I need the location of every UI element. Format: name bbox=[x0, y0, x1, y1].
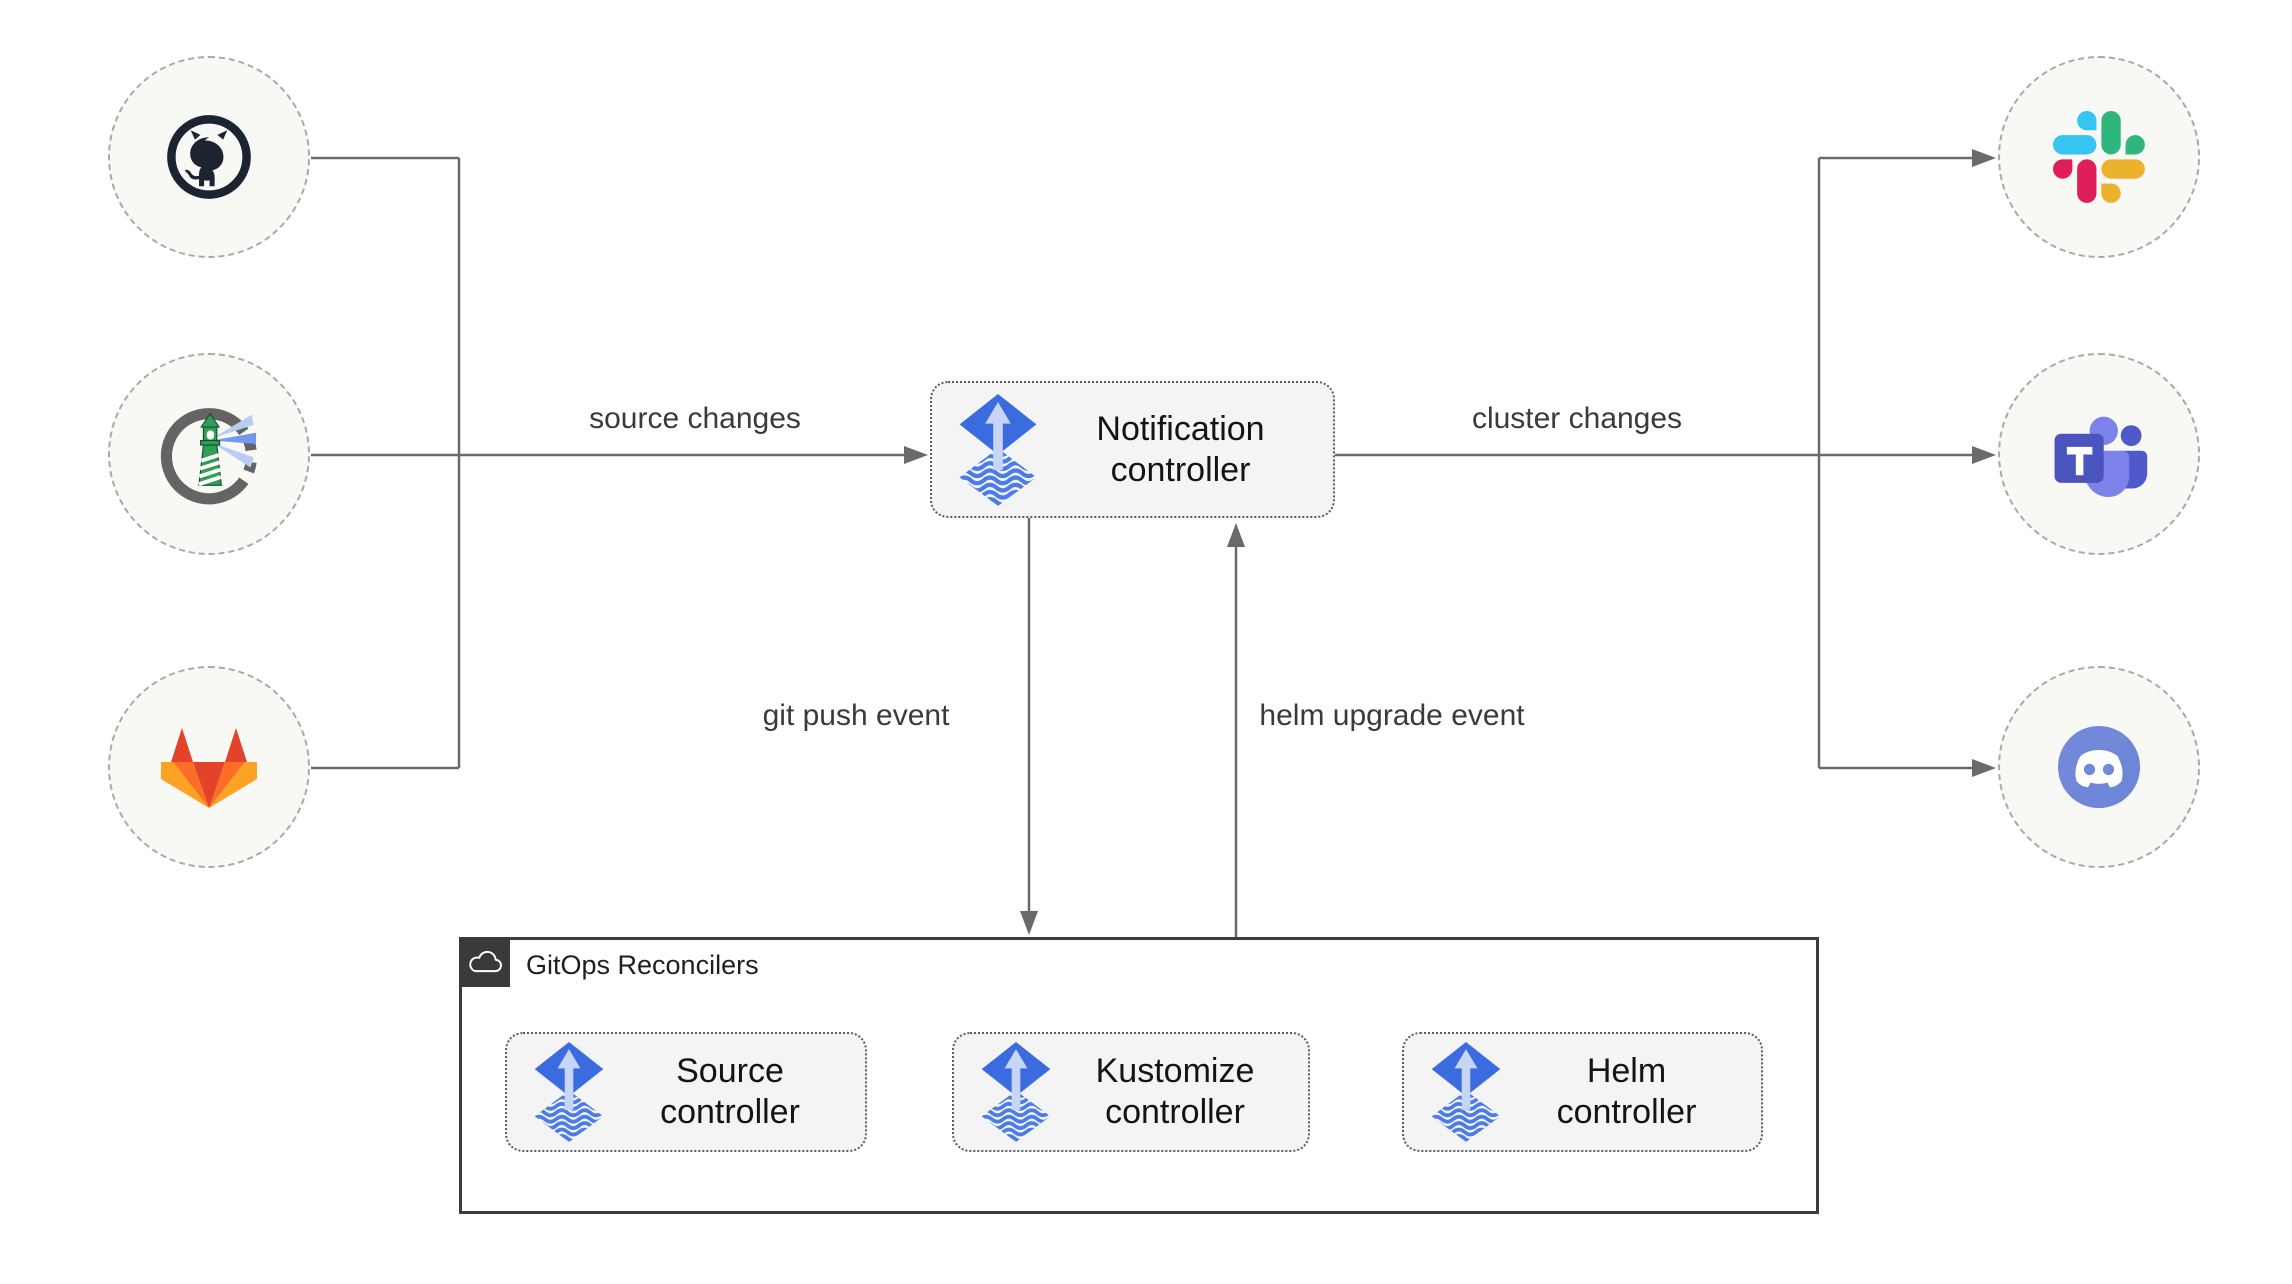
arrowhead-into-reconcilers bbox=[1020, 911, 1038, 935]
arrowhead-into-teams bbox=[1972, 446, 1996, 464]
flux-icon bbox=[1430, 1042, 1502, 1142]
arrowhead-into-slack bbox=[1972, 149, 1996, 167]
edge-label-git-push-event: git push event bbox=[762, 699, 950, 732]
kustomize-controller-label: Kustomize controller bbox=[1095, 1052, 1255, 1131]
node-gitlab bbox=[108, 666, 310, 868]
edge-label-helm-upgrade-event: helm upgrade event bbox=[1259, 699, 1525, 732]
notification-controller-label: Notification controller bbox=[1096, 409, 1265, 489]
source-controller-box: Source controller bbox=[505, 1032, 867, 1152]
discord-icon bbox=[2058, 726, 2140, 809]
edge-label-source-changes: source changes bbox=[589, 402, 801, 435]
arrowhead-into-notification-bottom bbox=[1227, 523, 1245, 547]
flux-icon bbox=[533, 1042, 605, 1142]
node-github bbox=[108, 56, 310, 258]
kustomize-controller-box: Kustomize controller bbox=[952, 1032, 1310, 1152]
notification-controller-box: Notification controller bbox=[930, 381, 1335, 518]
helm-controller-box: Helm controller bbox=[1402, 1032, 1763, 1152]
flux-icon bbox=[958, 394, 1038, 506]
teams-icon bbox=[2054, 416, 2148, 497]
source-controller-label: Source controller bbox=[660, 1052, 800, 1131]
github-icon bbox=[167, 115, 251, 199]
slack-icon bbox=[2053, 111, 2145, 203]
node-teams bbox=[1998, 353, 2200, 555]
node-slack bbox=[1998, 56, 2200, 258]
group-title: GitOps Reconcilers bbox=[526, 950, 759, 980]
arrowhead-into-notification bbox=[904, 446, 928, 464]
cloud-icon bbox=[468, 950, 502, 973]
node-harbor bbox=[108, 353, 310, 555]
harbor-icon bbox=[160, 408, 257, 505]
arrowhead-into-discord bbox=[1972, 759, 1996, 777]
group-badge bbox=[459, 937, 510, 987]
node-discord bbox=[1998, 666, 2200, 868]
flux-icon bbox=[980, 1042, 1052, 1142]
helm-controller-label: Helm controller bbox=[1556, 1052, 1697, 1131]
edge-label-cluster-changes: cluster changes bbox=[1471, 402, 1683, 435]
gitlab-icon bbox=[161, 728, 257, 808]
